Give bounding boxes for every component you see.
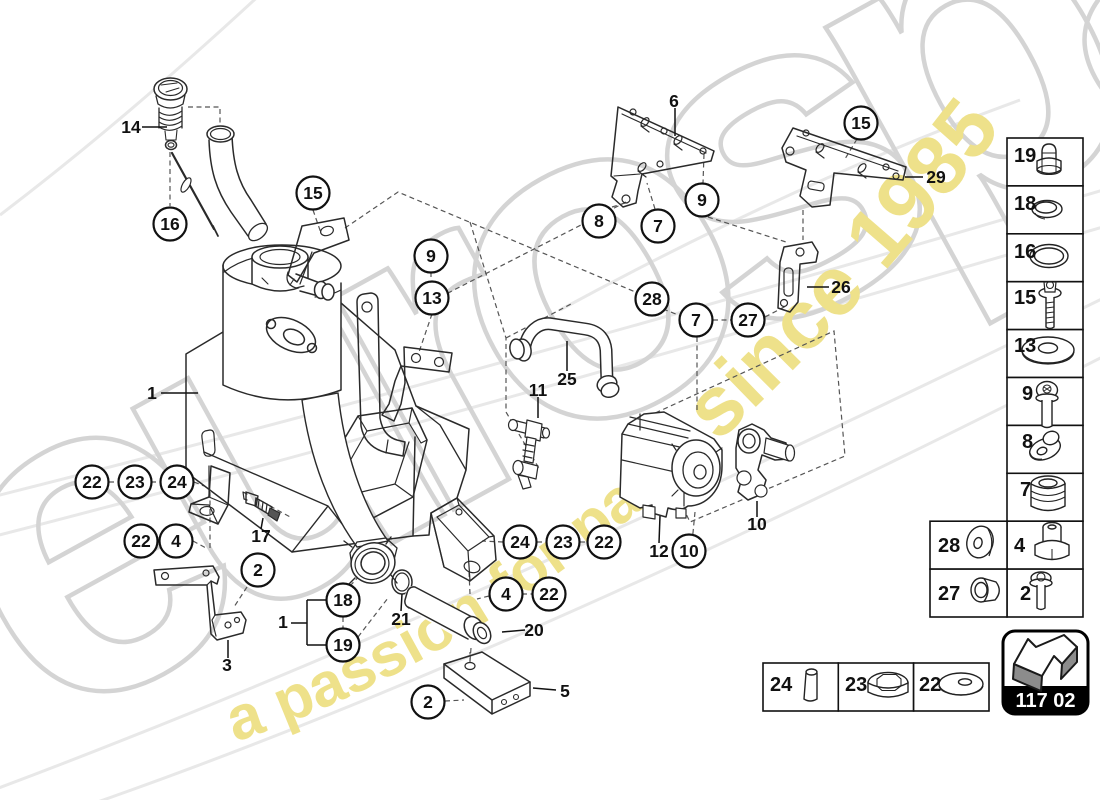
svg-text:1: 1 (278, 612, 288, 632)
svg-text:1: 1 (147, 383, 157, 403)
svg-text:10: 10 (747, 514, 767, 534)
svg-text:21: 21 (391, 609, 411, 629)
svg-text:13: 13 (1014, 335, 1036, 357)
svg-text:4: 4 (1014, 535, 1026, 557)
svg-text:27: 27 (738, 310, 757, 330)
svg-text:8: 8 (1022, 431, 1033, 453)
svg-text:24: 24 (510, 532, 530, 552)
svg-text:2: 2 (1020, 583, 1031, 605)
svg-text:15: 15 (303, 183, 323, 203)
svg-text:5: 5 (560, 681, 570, 701)
svg-text:28: 28 (938, 535, 960, 557)
svg-text:7: 7 (653, 216, 663, 236)
svg-text:18: 18 (333, 590, 353, 610)
svg-text:16: 16 (160, 214, 180, 234)
svg-text:117 02: 117 02 (1015, 690, 1075, 712)
svg-text:15: 15 (1014, 287, 1036, 309)
svg-text:12: 12 (649, 541, 669, 561)
svg-text:27: 27 (938, 583, 960, 605)
svg-text:23: 23 (125, 472, 145, 492)
svg-text:2: 2 (253, 560, 263, 580)
svg-text:20: 20 (524, 620, 544, 640)
svg-text:24: 24 (770, 674, 793, 696)
svg-text:22: 22 (594, 532, 614, 552)
svg-text:19: 19 (333, 635, 353, 655)
svg-text:23: 23 (553, 532, 573, 552)
svg-text:7: 7 (691, 310, 701, 330)
svg-text:3: 3 (222, 655, 232, 675)
svg-text:7: 7 (1020, 479, 1031, 501)
svg-text:25: 25 (557, 369, 577, 389)
svg-text:6: 6 (669, 91, 679, 111)
svg-text:4: 4 (501, 584, 511, 604)
svg-text:23: 23 (845, 674, 867, 696)
svg-text:22: 22 (131, 531, 151, 551)
svg-text:24: 24 (167, 472, 187, 492)
svg-text:16: 16 (1014, 241, 1036, 263)
svg-text:14: 14 (121, 117, 141, 137)
svg-text:26: 26 (831, 277, 851, 297)
svg-text:22: 22 (82, 472, 102, 492)
svg-text:9: 9 (426, 246, 436, 266)
svg-text:9: 9 (1022, 383, 1033, 405)
svg-text:19: 19 (1014, 145, 1036, 167)
svg-text:22: 22 (919, 674, 941, 696)
svg-text:4: 4 (171, 531, 181, 551)
svg-text:28: 28 (642, 289, 662, 309)
svg-text:10: 10 (679, 541, 699, 561)
svg-text:15: 15 (851, 113, 871, 133)
svg-text:11: 11 (529, 380, 548, 400)
svg-text:9: 9 (697, 190, 707, 210)
svg-text:13: 13 (422, 288, 442, 308)
svg-text:18: 18 (1014, 193, 1036, 215)
svg-text:22: 22 (539, 584, 559, 604)
svg-text:29: 29 (926, 167, 946, 187)
svg-text:17: 17 (251, 526, 270, 546)
svg-text:2: 2 (423, 692, 433, 712)
svg-text:8: 8 (594, 211, 604, 231)
